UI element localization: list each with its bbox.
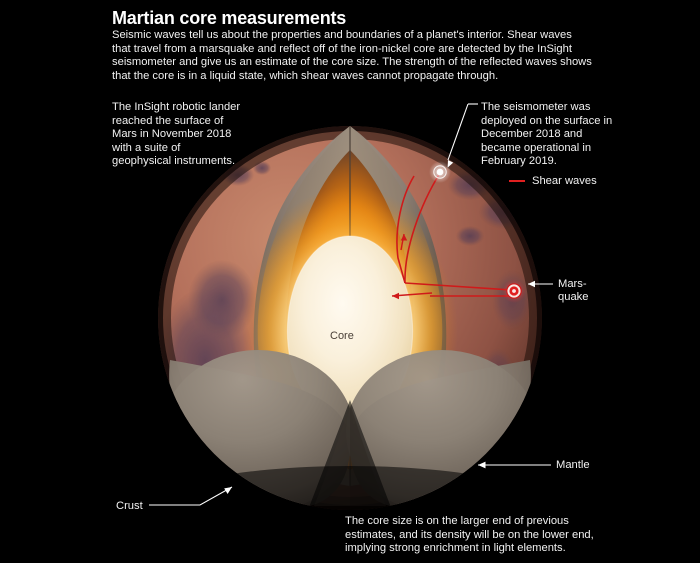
legend-label-shear-waves: Shear waves [532,175,597,187]
standfirst-text: Seismic waves tell us about the properti… [112,29,592,82]
legend: Shear waves [509,175,597,187]
label-crust: Crust [116,500,143,512]
marsquake-marker-icon[interactable] [502,279,526,303]
lander-note: The InSight robotic lander reached the s… [112,101,241,168]
leader-crust [149,486,233,506]
shear-waves-swatch-icon [509,179,525,183]
label-marsquake-line2: quake [558,291,589,304]
seismometer-marker-icon[interactable] [429,161,451,183]
label-marsquake: Mars- quake [558,278,588,305]
shear-wave-raypaths [391,172,513,300]
page-title: Martian core measurements [112,8,347,28]
core-size-note: The core size is on the larger end of pr… [345,515,594,555]
leader-lines [149,103,553,506]
leader-seismometer [447,103,469,161]
label-mantle: Mantle [556,459,590,471]
label-core: Core [330,330,354,342]
label-marsquake-line1: Mars- [558,278,587,290]
seismometer-note: The seismometer was deployed on the surf… [481,101,613,168]
